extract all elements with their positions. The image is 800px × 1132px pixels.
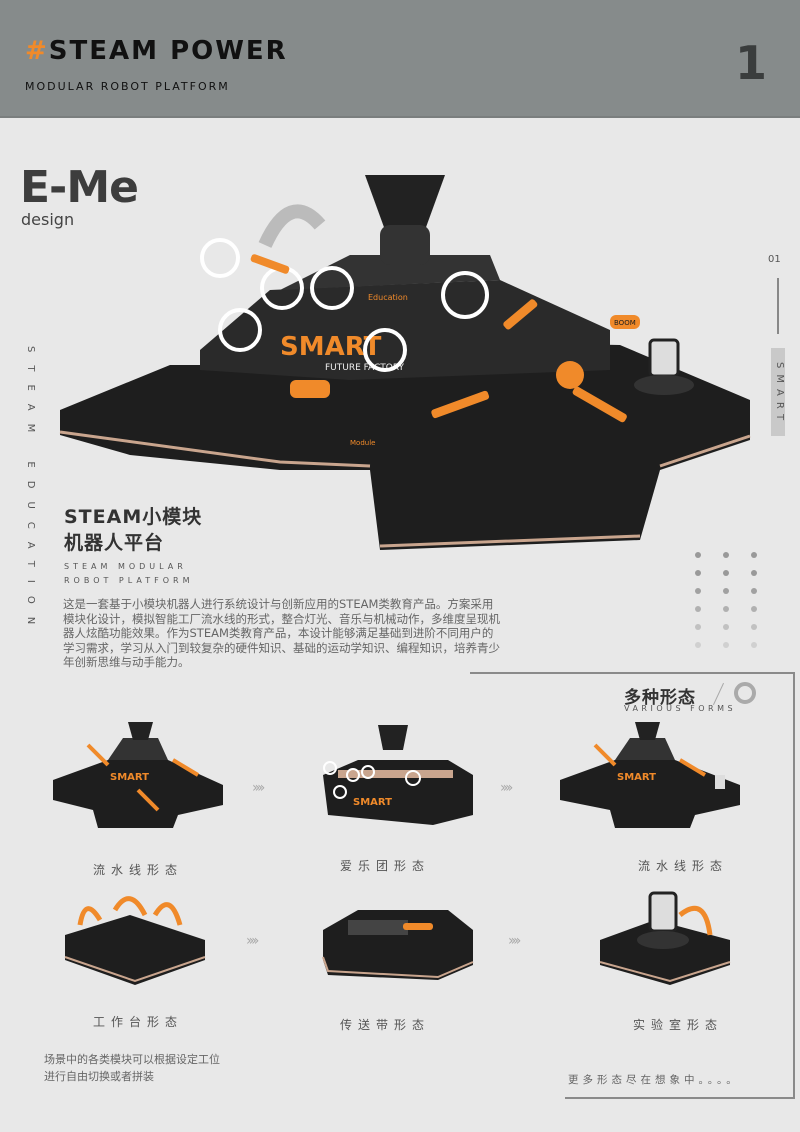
svg-text:SMART: SMART (353, 797, 392, 808)
ring-icon (734, 682, 756, 704)
section-title-line2: 机器人平台 (64, 532, 165, 554)
divider-line (470, 672, 794, 674)
svg-text:SMART: SMART (110, 772, 149, 783)
hero-sign-sub: FUTURE FACTORY (325, 363, 405, 373)
dot-grid-decoration (695, 552, 779, 648)
form-label-laboratory: 实验室形态 (632, 1018, 723, 1032)
section-title-en: STEAM MODULAR ROBOT PLATFORM (64, 562, 194, 585)
forms-frame (565, 672, 795, 1099)
smart-tag: SMART (771, 348, 785, 436)
forms-title: 多种形态 (624, 688, 696, 708)
chevron-right-icon: ›››› (500, 780, 514, 796)
header-banner: #STEAM POWER MODULAR ROBOT PLATFORM 1 (0, 0, 800, 118)
chevron-right-icon: ›››› (252, 780, 266, 796)
brand-logo: E-Me (20, 162, 139, 213)
side-number: 01 (768, 254, 781, 265)
svg-text:SMART: SMART (617, 772, 656, 783)
brand-sub: design (21, 210, 75, 229)
forms-note: 场景中的各类模块可以根据设定工位进行自由切换或者拼装 (44, 1053, 220, 1083)
form-image-band: SMART (318, 720, 498, 830)
header-subtitle: MODULAR ROBOT PLATFORM (25, 80, 230, 93)
form-label-workbench: 工作台形态 (92, 1015, 183, 1029)
form-label-assembly-line-1: 流水线形态 (92, 863, 183, 877)
title-text: STEAM POWER (48, 36, 288, 66)
form-image-laboratory (595, 885, 775, 995)
form-image-workbench (60, 885, 240, 995)
form-label-assembly-line-2: 流水线形态 (637, 859, 728, 873)
page-number: 1 (735, 36, 768, 90)
form-image-assembly-line-1: SMART (48, 720, 228, 830)
forms-more-text: 更多形态尽在想象中。。。。 (568, 1074, 741, 1086)
section-title: STEAM小模块机器人平台 (64, 504, 202, 556)
form-image-assembly-line-2: SMART (555, 720, 740, 830)
section-description: 这是一套基于小模块机器人进行系统设计与创新应用的STEAM类教育产品。方案采用模… (63, 597, 500, 669)
form-label-conveyor: 传送带形态 (339, 1018, 430, 1032)
hero-label-boom: BOOM (614, 319, 636, 327)
hero-label-module: Module (350, 439, 375, 447)
forms-title-en: VARIOUS FORMS (624, 704, 737, 713)
hash-mark: # (25, 36, 49, 66)
form-image-conveyor (318, 895, 498, 995)
side-divider (777, 278, 779, 334)
hero-label-education: Education (368, 293, 408, 302)
chevron-right-icon: ›››› (508, 933, 522, 949)
side-vertical-text: STEAM EDUCATION (25, 346, 36, 638)
form-label-band: 爱乐团形态 (339, 859, 430, 873)
header-title: #STEAM POWER (25, 36, 288, 66)
hero-robot-platform: SMART FUTURE FACTORY Education Module BO… (59, 175, 751, 550)
chevron-right-icon: ›››› (246, 933, 260, 949)
section-title-line1: STEAM小模块 (64, 506, 203, 528)
